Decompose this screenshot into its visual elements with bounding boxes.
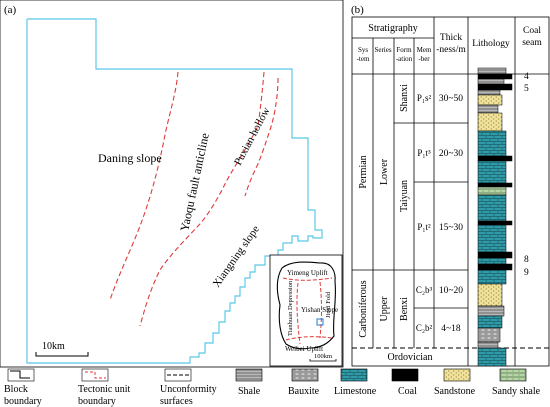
panel-b-label: (b) (351, 4, 364, 16)
svg-text:Coal: Coal (398, 386, 417, 397)
member-p1s2: P₁s² (417, 93, 432, 103)
svg-text:Sandy shale: Sandy shale (492, 386, 541, 397)
stratigraphy-table (351, 16, 550, 367)
svg-text:Unconformity: Unconformity (160, 384, 217, 395)
legend-coal: Coal (391, 368, 419, 397)
legend-sandy-shale: Sandy shale (492, 368, 541, 397)
system-permian: Permian (358, 155, 369, 188)
formation-taiyuan: Taiyuan (399, 180, 410, 212)
inset-divider-1 (282, 277, 333, 281)
formation-benxi: Benxi (399, 297, 410, 321)
inset-outline (276, 261, 336, 350)
svg-text:Bauxite: Bauxite (288, 386, 320, 397)
header-member-2: -ber (418, 55, 430, 63)
header-system-1: Sys (358, 46, 368, 54)
coal-seam-8: 8 (524, 255, 529, 265)
legend-shale: Shale (235, 368, 263, 397)
scale-bar-label: 10km (42, 341, 65, 352)
thickness-5: 4~18 (441, 324, 461, 334)
coal-seam-9: 9 (524, 268, 529, 278)
header-thickness-2: -ness/m (436, 45, 466, 55)
header-lithology: Lithology (472, 39, 510, 49)
member-p1t2: P₁t² (417, 222, 431, 232)
legend-bauxite: Bauxite (288, 368, 320, 397)
header-series: Series (374, 46, 391, 54)
header-formation-1: Form (396, 46, 412, 54)
inset-jinxi-fold: Jinxi Fold (325, 291, 332, 318)
legend-unconformity: Unconformity surfaces (160, 368, 217, 407)
thickness-1: 30~50 (439, 94, 463, 104)
header-formation-2: -ation (396, 55, 413, 63)
lithology-column (477, 67, 513, 367)
label-daning-slope: Daning slope (98, 151, 162, 165)
series-lower: Lower (379, 158, 390, 185)
inset-yimeng-uplift: Yimeng Uplift (287, 269, 328, 277)
inset-divider-4 (285, 336, 333, 341)
svg-text:Sandstone: Sandstone (434, 386, 476, 397)
legend: Block boundary Tectonic unit boundary Un… (4, 368, 541, 407)
svg-text:Shale: Shale (238, 386, 261, 397)
svg-text:Block: Block (4, 384, 28, 395)
thickness-3: 15~30 (439, 223, 463, 233)
panel-b: (b) Stratigraphy Sys -tem Series Form (351, 4, 550, 367)
legend-limestone: Limestone (334, 368, 377, 397)
legend-tectonic-boundary: Tectonic unit boundary (78, 368, 131, 407)
basement-ordovician: Ordovician (388, 352, 433, 363)
svg-text:Tectonic unit: Tectonic unit (78, 384, 131, 395)
header-coal-seam-1: Coal (523, 26, 541, 36)
tectonic-boundary-1 (109, 71, 179, 301)
svg-text:boundary: boundary (78, 396, 116, 407)
header-thickness-1: Thick (440, 33, 462, 43)
panel-a: (a) Daning slope Yaoqu fault anticline P… (0, 0, 344, 368)
system-carboniferous: Carboniferous (358, 280, 369, 337)
member-p1t3: P₁t³ (417, 148, 431, 158)
header-member-1: Mem (417, 46, 432, 54)
inset-divider-2 (296, 282, 301, 345)
member-c2b2: C₂b² (416, 323, 433, 333)
header-system-2: -tem (357, 55, 370, 63)
inset-scale-label: 100km (314, 353, 332, 360)
inset-divider-3 (319, 281, 322, 339)
tectonic-boundary-2 (139, 71, 265, 327)
series-upper: Upper (379, 296, 390, 322)
legend-block-boundary: Block boundary (4, 368, 42, 407)
member-c2b3: C₂b³ (416, 285, 433, 295)
tectonic-boundary-3 (244, 77, 279, 197)
coal-seam-4: 4 (524, 72, 529, 82)
panel-a-label: (a) (4, 4, 17, 16)
thickness-4: 10~20 (439, 286, 463, 296)
inset-yishan-slope: Yishan Slope (301, 306, 338, 314)
svg-text:Limestone: Limestone (334, 386, 377, 397)
formation-shanxi: Shanxi (399, 84, 410, 112)
header-stratigraphy: Stratigraphy (368, 23, 417, 34)
coal-seam-5: 5 (524, 84, 529, 94)
thickness-2: 20~30 (439, 149, 463, 159)
block-boundary (26, 18, 323, 364)
inset-weibei-uplift: Weibei Uplift (285, 345, 323, 353)
svg-text:surfaces: surfaces (160, 396, 193, 407)
inset-tianhuan-depression: Tianhuan Depression (287, 280, 294, 336)
svg-text:boundary: boundary (4, 396, 42, 407)
scale-bar: 10km (35, 341, 89, 357)
legend-sandstone: Sandstone (434, 368, 476, 397)
label-puxian-hollow: Puxian hollow (232, 105, 273, 167)
label-yaoqu-anticline: Yaoqu fault anticline (177, 132, 212, 233)
label-xiangning-slope: Xiangning slope (211, 223, 262, 289)
header-coal-seam-2: seam (522, 38, 542, 48)
inset-map: Yimeng Uplift Tianhuan Depression Yishan… (269, 254, 343, 367)
inset-study-area (316, 318, 324, 326)
